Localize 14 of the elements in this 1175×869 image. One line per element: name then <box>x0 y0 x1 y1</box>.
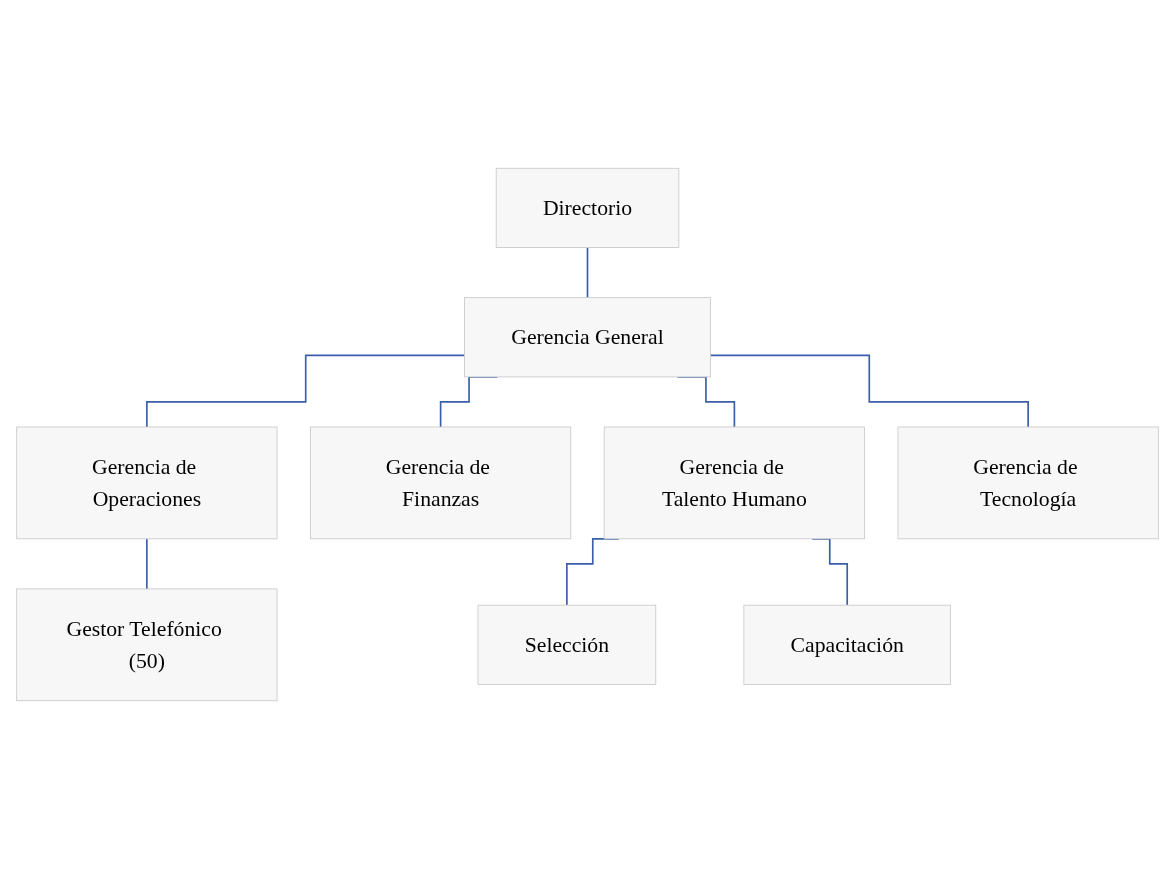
node-box <box>897 426 1159 540</box>
connector <box>586 246 589 299</box>
node-box <box>603 426 865 540</box>
node-box <box>477 604 657 685</box>
connector <box>146 354 466 428</box>
node-box <box>16 426 278 540</box>
node-box <box>310 426 572 540</box>
org-chart: Directorio Gerencia General Gerencia de Operaciones Gerencia de Finanzas Gerencia de Talento Humano Gerencia de Tecnología Gestor Telefónico (50) Selección Capacitación <box>10 10 1165 859</box>
node-box <box>743 604 951 685</box>
connector <box>146 538 148 590</box>
node-box <box>464 297 711 378</box>
node-box <box>16 588 278 702</box>
node-box <box>495 167 680 248</box>
connector <box>709 354 1029 428</box>
